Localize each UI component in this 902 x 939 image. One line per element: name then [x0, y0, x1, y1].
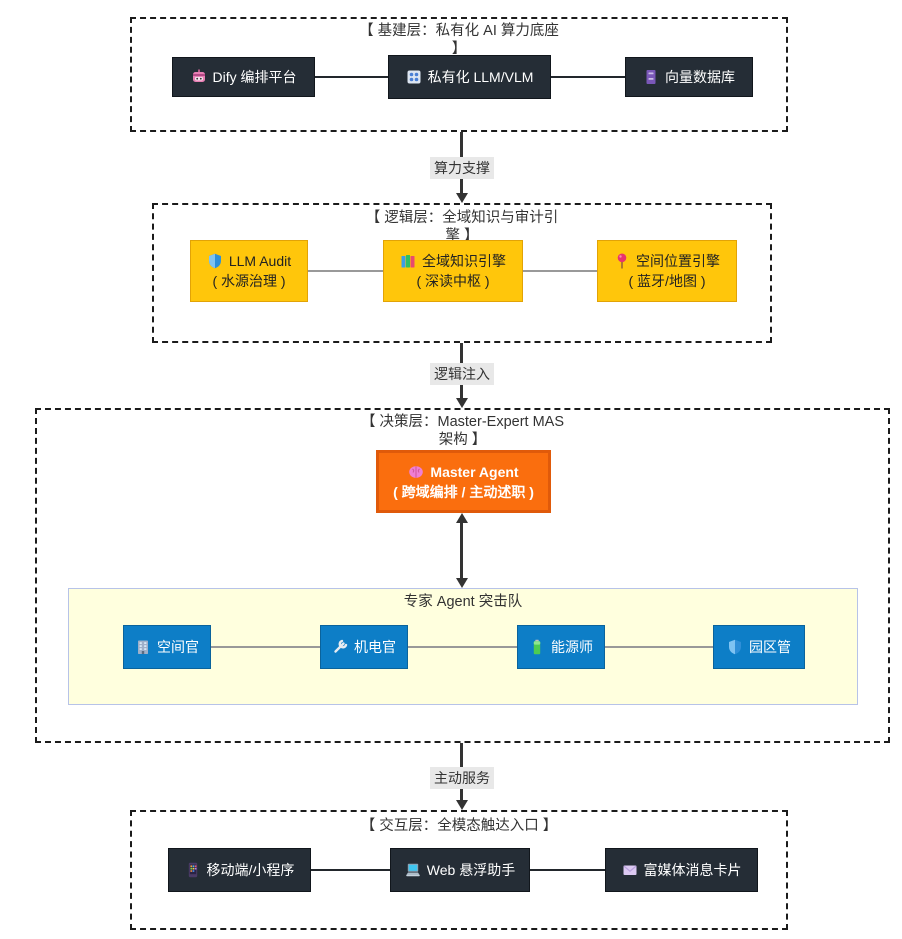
node-content: 富媒体消息卡片	[622, 860, 742, 880]
robot-icon	[191, 69, 207, 85]
shield-icon	[207, 253, 223, 269]
file-cabinet-icon	[643, 69, 659, 85]
arrowhead-up-icon	[456, 513, 468, 523]
node-content: 向量数据库	[643, 67, 735, 87]
infra-layer-title-line2: 】	[451, 41, 467, 57]
node-space-officer: 空间官	[123, 625, 211, 669]
node-label: 富媒体消息卡片	[643, 862, 742, 878]
node-label: Dify 编排平台	[212, 69, 297, 85]
node-private-llm-vlm: 私有化 LLM/VLM	[388, 55, 551, 99]
node-dify-platform: Dify 编排平台	[172, 57, 315, 97]
node-subtitle: ( 水源治理 )	[212, 273, 286, 289]
node-vector-database: 向量数据库	[625, 57, 753, 97]
connector-line	[211, 646, 320, 648]
node-park-manager: 园区管	[713, 625, 805, 669]
node-label: 向量数据库	[665, 69, 735, 85]
node-content: Master Agent	[408, 462, 519, 482]
office-building-icon	[135, 639, 151, 655]
battery-icon	[529, 639, 545, 655]
node-mobile-miniprogram: 移动端/小程序	[168, 848, 311, 892]
connector-line	[523, 270, 597, 272]
connector-line	[408, 646, 517, 648]
node-content: 空间官	[135, 637, 199, 657]
mobile-phone-icon	[185, 862, 201, 878]
connector-line	[551, 76, 625, 78]
arrowhead-down-icon	[456, 193, 468, 203]
shield-icon	[727, 639, 743, 655]
node-content: 全域知识引擎	[400, 251, 506, 271]
infra-layer-title-line1: 【 基建层：私有化 AI 算力底座	[359, 23, 559, 39]
logic-layer-title-line1: 【 逻辑层：全域知识与审计引	[365, 210, 559, 226]
node-content: Web 悬浮助手	[405, 860, 515, 880]
brain-icon	[408, 464, 424, 480]
node-knowledge-engine: 全域知识引擎 ( 深读中枢 )	[383, 240, 523, 302]
control-knobs-icon	[406, 69, 422, 85]
envelope-icon	[622, 862, 638, 878]
arrow-master-to-squad	[460, 521, 463, 579]
decision-layer-container: 【 决策层：Master-Expert MAS 架构 】	[35, 408, 890, 743]
node-energy-specialist: 能源师	[517, 625, 605, 669]
edge-label-logic-injection: 逻辑注入	[430, 363, 494, 385]
edge-label-compute-support: 算力支撑	[430, 157, 494, 179]
node-label: Web 悬浮助手	[426, 862, 516, 878]
node-subtitle: ( 跨域编排 / 主动述职 )	[393, 483, 534, 500]
connector-line	[311, 869, 390, 871]
interaction-layer-container: 【 交互层：全模态触达入口 】	[130, 810, 788, 930]
decision-layer-title-line1: 【 决策层：Master-Expert MAS	[360, 414, 565, 430]
node-content: 能源师	[529, 637, 593, 657]
logic-layer-container: 【 逻辑层：全域知识与审计引 擎 】	[152, 203, 772, 343]
connector-line	[530, 869, 605, 871]
connector-line	[308, 270, 383, 272]
node-master-agent: Master Agent ( 跨域编排 / 主动述职 )	[376, 450, 551, 513]
node-llm-audit: LLM Audit ( 水源治理 )	[190, 240, 308, 302]
arrowhead-down-icon	[456, 578, 468, 588]
round-pushpin-icon	[614, 253, 630, 269]
node-content: LLM Audit	[207, 251, 291, 271]
arrowhead-down-icon	[456, 800, 468, 810]
node-subtitle: ( 蓝牙/地图 )	[628, 273, 706, 289]
node-content: 空间位置引擎	[614, 251, 720, 271]
node-label: 私有化 LLM/VLM	[427, 69, 534, 85]
node-richmedia-card: 富媒体消息卡片	[605, 848, 758, 892]
node-label: 机电官	[354, 639, 396, 655]
node-label: Master Agent	[430, 463, 519, 480]
node-label: 园区管	[749, 639, 791, 655]
node-label: 移动端/小程序	[206, 862, 295, 878]
arrowhead-down-icon	[456, 398, 468, 408]
decision-layer-title-line2: 架构 】	[438, 432, 487, 448]
edge-label-proactive-service: 主动服务	[430, 767, 494, 789]
node-mechatronics-officer: 机电官	[320, 625, 408, 669]
laptop-icon	[405, 862, 421, 878]
interaction-layer-title: 【 交互层：全模态触达入口 】	[360, 818, 558, 834]
connector-line	[605, 646, 713, 648]
infra-layer-container: 【 基建层：私有化 AI 算力底座 】	[130, 17, 788, 132]
node-spatial-engine: 空间位置引擎 ( 蓝牙/地图 )	[597, 240, 737, 302]
node-label: 全域知识引擎	[422, 253, 506, 269]
books-icon	[400, 253, 416, 269]
connector-line	[315, 76, 388, 78]
node-label: 空间官	[157, 639, 199, 655]
node-label: LLM Audit	[228, 253, 292, 269]
node-label: 能源师	[551, 639, 593, 655]
node-content: Dify 编排平台	[191, 67, 297, 87]
node-content: 机电官	[332, 637, 396, 657]
node-content: 私有化 LLM/VLM	[406, 67, 534, 87]
node-content: 移动端/小程序	[185, 860, 295, 880]
wrench-icon	[332, 639, 348, 655]
node-label: 空间位置引擎	[636, 253, 720, 269]
node-content: 园区管	[727, 637, 791, 657]
node-web-assistant: Web 悬浮助手	[390, 848, 530, 892]
node-subtitle: ( 深读中枢 )	[416, 273, 490, 289]
expert-squad-title: 专家 Agent 突击队	[403, 594, 523, 610]
